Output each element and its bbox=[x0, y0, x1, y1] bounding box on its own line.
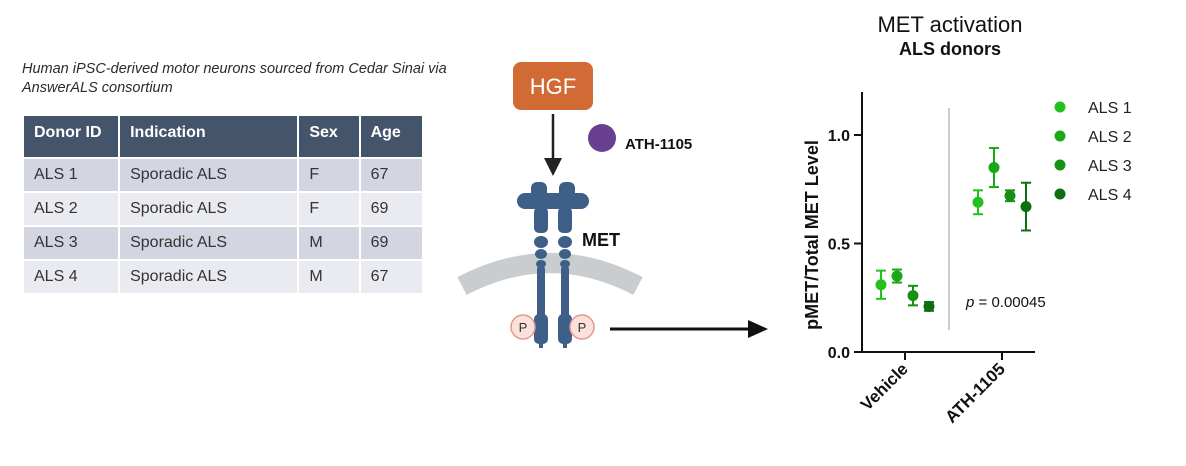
binding-arrow-icon bbox=[544, 114, 562, 176]
data-point bbox=[972, 196, 984, 208]
p-symbol: p bbox=[965, 294, 974, 311]
data-point bbox=[988, 162, 1000, 174]
phospho-left-icon: P bbox=[510, 314, 536, 340]
table-row: ALS 4 Sporadic ALS M 67 bbox=[24, 261, 422, 293]
y-tick-label: 1.0 bbox=[828, 128, 850, 145]
y-tick-label: 0.5 bbox=[828, 237, 850, 254]
header-indication: Indication bbox=[120, 116, 298, 157]
chart-subtitle: ALS donors bbox=[899, 39, 1001, 59]
legend-label: ALS 3 bbox=[1088, 158, 1132, 175]
data-point bbox=[1004, 190, 1016, 202]
met-label: MET bbox=[582, 230, 620, 250]
donor-table: Donor ID Indication Sex Age ALS 1 Sporad… bbox=[22, 114, 424, 295]
y-tick-label: 0.0 bbox=[828, 345, 850, 362]
cell-indication: Sporadic ALS bbox=[120, 159, 298, 191]
cell-sex: M bbox=[299, 261, 359, 293]
cell-age: 67 bbox=[360, 261, 422, 293]
cell-indication: Sporadic ALS bbox=[120, 261, 298, 293]
drug-label: ATH-1105 bbox=[625, 136, 692, 153]
chart-title: MET activation bbox=[877, 12, 1023, 37]
table-row: ALS 1 Sporadic ALS F 67 bbox=[24, 159, 422, 191]
cell-donor-id: ALS 1 bbox=[24, 159, 119, 191]
legend-marker bbox=[1054, 130, 1066, 142]
phospho-label: P bbox=[519, 320, 528, 335]
header-donor-id: Donor ID bbox=[24, 116, 119, 157]
legend-marker bbox=[1054, 188, 1066, 200]
phospho-right-icon: P bbox=[569, 314, 595, 340]
legend-label: ALS 1 bbox=[1088, 100, 1132, 117]
caption: Human iPSC-derived motor neurons sourced… bbox=[22, 61, 447, 96]
x-tick-label: ATH-1105 bbox=[941, 359, 1008, 426]
header-sex: Sex bbox=[299, 116, 359, 157]
legend-marker bbox=[1054, 159, 1066, 171]
legend-marker bbox=[1054, 101, 1066, 113]
cell-age: 69 bbox=[360, 227, 422, 259]
data-point bbox=[1020, 201, 1032, 213]
data-point bbox=[891, 270, 903, 282]
met-activation-chart: pMET/Total MET Level p = 0.00045 0.0 0.5 1… bbox=[802, 92, 1132, 427]
table-header-row: Donor ID Indication Sex Age bbox=[24, 116, 422, 157]
table-row: ALS 3 Sporadic ALS M 69 bbox=[24, 227, 422, 259]
drug-molecule-icon bbox=[588, 124, 616, 152]
phospho-label: P bbox=[578, 320, 587, 335]
cell-indication: Sporadic ALS bbox=[120, 227, 298, 259]
cell-membrane bbox=[457, 253, 643, 295]
cell-donor-id: ALS 3 bbox=[24, 227, 119, 259]
header-age: Age bbox=[360, 116, 422, 157]
chart-title-block: MET activation ALS donors bbox=[840, 12, 1060, 60]
legend-label: ALS 2 bbox=[1088, 129, 1132, 146]
data-point bbox=[907, 290, 919, 302]
hgf-ligand: HGF bbox=[513, 62, 593, 110]
cell-indication: Sporadic ALS bbox=[120, 193, 298, 225]
cell-sex: F bbox=[299, 159, 359, 191]
output-arrow-icon bbox=[610, 320, 768, 338]
cell-age: 69 bbox=[360, 193, 422, 225]
cell-donor-id: ALS 2 bbox=[24, 193, 119, 225]
cell-age: 67 bbox=[360, 159, 422, 191]
data-point bbox=[923, 300, 935, 312]
cell-sex: F bbox=[299, 193, 359, 225]
cell-sex: M bbox=[299, 227, 359, 259]
table-row: ALS 2 Sporadic ALS F 69 bbox=[24, 193, 422, 225]
y-axis-label: pMET/Total MET Level bbox=[802, 140, 822, 330]
met-signaling-diagram: HGF ATH-1105 MET P bbox=[457, 62, 768, 348]
met-receptor-icon bbox=[517, 182, 589, 348]
x-tick-label: Vehicle bbox=[857, 359, 912, 414]
data-point bbox=[875, 279, 887, 291]
legend-label: ALS 4 bbox=[1088, 187, 1132, 204]
hgf-label: HGF bbox=[530, 74, 576, 99]
p-value-annotation: p = 0.00045 bbox=[965, 294, 1046, 311]
cell-donor-id: ALS 4 bbox=[24, 261, 119, 293]
p-value-text: = 0.00045 bbox=[974, 294, 1045, 311]
